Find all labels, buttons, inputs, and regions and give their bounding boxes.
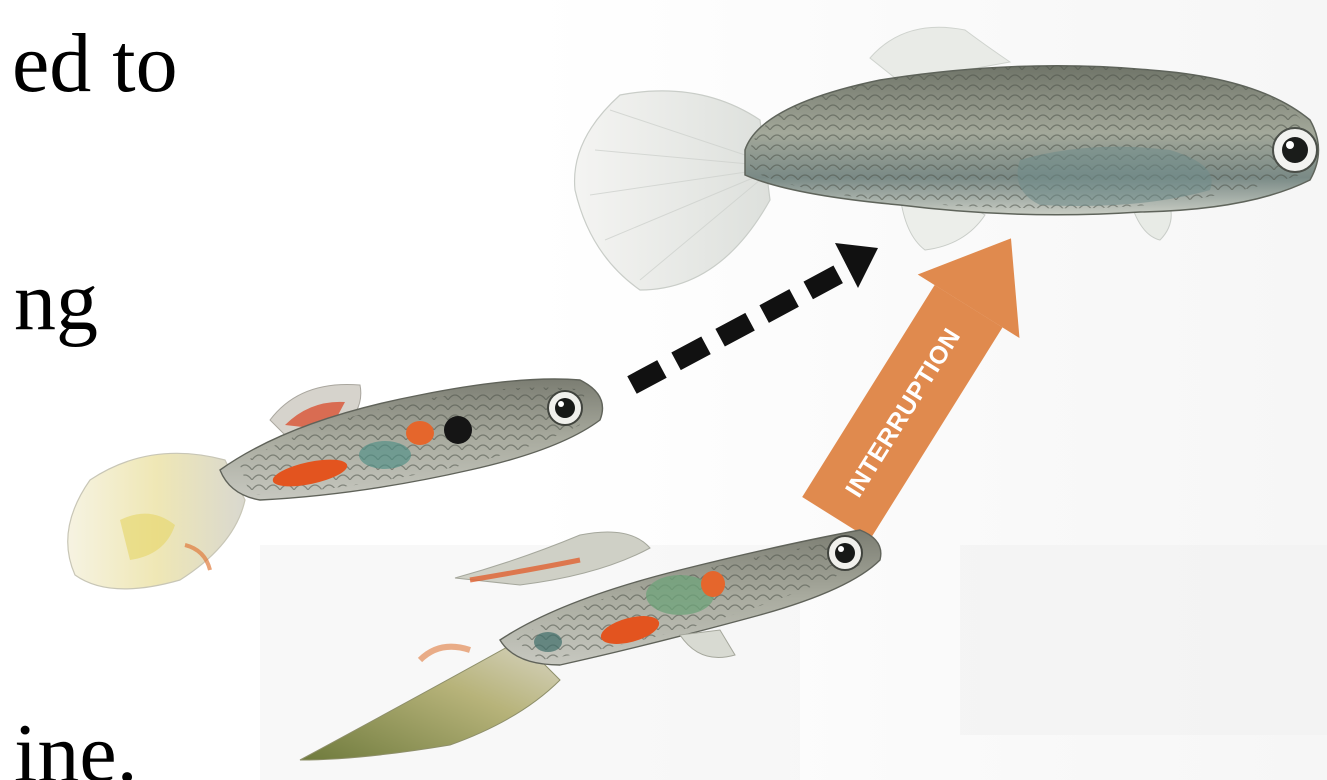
background-patch bbox=[960, 545, 1327, 735]
